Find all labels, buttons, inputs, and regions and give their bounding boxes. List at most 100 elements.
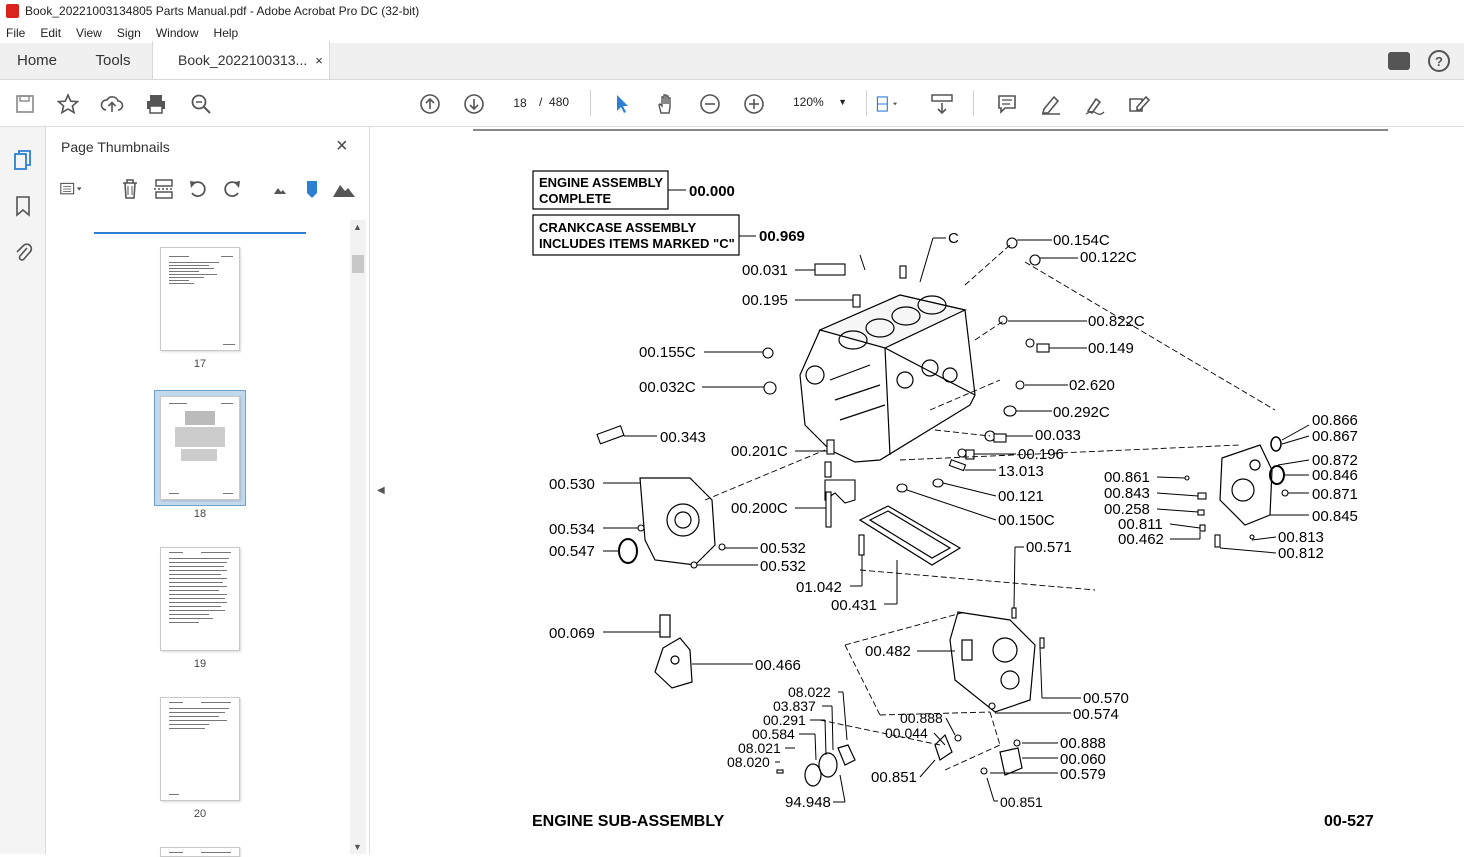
panel-splitter[interactable]: ◀	[370, 127, 392, 854]
page-thumbnails-icon[interactable]	[12, 149, 34, 171]
part-label: 00.200C	[731, 500, 788, 517]
part-label: 00.462	[1118, 531, 1164, 548]
options-menu-icon[interactable]	[60, 177, 84, 201]
collapse-panel-icon[interactable]: ◀	[377, 485, 385, 496]
part-label: 00.044	[885, 725, 928, 741]
part-label: 00.292C	[1053, 404, 1110, 421]
tab-tools[interactable]: Tools	[95, 52, 131, 69]
thermostat-group	[804, 733, 1023, 787]
upload-cloud-icon[interactable]	[100, 92, 124, 116]
part-label: 08.022	[788, 684, 831, 700]
thumbnail-page-19[interactable]	[160, 547, 240, 651]
part-label: 00.201C	[731, 443, 788, 460]
title-bar: Book_20221003134805 Parts Manual.pdf - A…	[0, 0, 1464, 22]
larger-thumbnails-icon[interactable]	[332, 177, 356, 201]
thumbnail-marker-icon[interactable]	[300, 177, 324, 201]
page-thumbnails-panel: Page Thumbnails ×	[46, 127, 370, 857]
part-label: 00.872	[1312, 452, 1358, 469]
thumbnail-label: 17	[193, 358, 207, 370]
part-label: 00.813	[1278, 529, 1324, 546]
part-label: 00.570	[1083, 690, 1129, 707]
box2-line1: CRANKCASE ASSEMBLY	[539, 220, 697, 235]
box2-line2: INCLUDES ITEMS MARKED "C"	[539, 236, 735, 251]
thumbnail-label: 19	[193, 658, 207, 670]
part-label: 01.042	[796, 579, 842, 596]
thumbnail-page-17[interactable]	[160, 247, 240, 351]
part-label: 00.867	[1312, 428, 1358, 445]
small-parts	[596, 237, 1289, 775]
print-icon[interactable]	[144, 92, 168, 116]
help-icon[interactable]: ?	[1428, 50, 1450, 72]
part-label: 00.579	[1060, 766, 1106, 783]
sign-icon[interactable]	[1083, 92, 1107, 116]
part-label: 00.482	[865, 643, 911, 660]
menu-file[interactable]: File	[6, 25, 26, 40]
left-rail	[0, 127, 46, 854]
part-label: 00.547	[549, 543, 595, 560]
part-label: 00.149	[1088, 340, 1134, 357]
part-labels: 00.154C 00.122C 00.031 00.195 00.822C 00…	[549, 232, 1358, 811]
part-label: 00.150C	[998, 512, 1055, 529]
zoom-select[interactable]: 120% ▼	[787, 90, 853, 114]
previous-page-icon[interactable]	[418, 92, 442, 116]
rotate-right-icon[interactable]	[220, 177, 244, 201]
tab-close-icon[interactable]: ×	[315, 52, 323, 68]
engine-block	[799, 294, 976, 463]
tab-home[interactable]: Home	[16, 52, 57, 69]
menu-edit[interactable]: Edit	[40, 25, 62, 40]
part-label: 00.584	[752, 726, 795, 742]
part-label: 00.196	[1018, 446, 1064, 463]
thumbnail-label: 20	[193, 808, 207, 820]
front-cover	[618, 477, 716, 566]
part-label: 00.530	[549, 476, 595, 493]
edit-tools-icon[interactable]	[1127, 92, 1151, 116]
part-label: 00.258	[1104, 501, 1150, 518]
page-number-input[interactable]: 18	[505, 90, 535, 114]
part-label: 00.851	[1000, 794, 1043, 810]
thumbnail-scrollbar[interactable]: ▲ ▼	[350, 220, 366, 854]
page-display-icon[interactable]	[876, 92, 900, 116]
scroll-mode-icon[interactable]	[930, 92, 954, 116]
menu-view[interactable]: View	[76, 25, 102, 40]
menu-window[interactable]: Window	[155, 25, 199, 40]
comment-icon[interactable]	[995, 92, 1019, 116]
part-label: 00.155C	[639, 344, 696, 361]
select-cursor-icon[interactable]	[610, 92, 634, 116]
hand-tool-icon[interactable]	[654, 92, 678, 116]
thumbnail-page-18[interactable]	[160, 396, 240, 500]
part-label: 00.343	[660, 429, 706, 446]
tab-document[interactable]: Book_2022100313... ×	[152, 41, 330, 79]
next-page-icon[interactable]	[462, 92, 486, 116]
highlight-pen-icon[interactable]	[1039, 92, 1063, 116]
scroll-down-icon[interactable]: ▼	[353, 842, 362, 852]
thumbnail-page-21[interactable]	[160, 847, 240, 857]
tabbar-right-icons: ?	[1388, 50, 1450, 72]
attachment-icon[interactable]	[12, 241, 34, 263]
part-label: 00.466	[755, 657, 801, 674]
scroll-up-icon[interactable]: ▲	[353, 222, 362, 232]
bookmark-icon[interactable]	[12, 195, 34, 217]
part-label: 00.532	[760, 540, 806, 557]
smaller-thumbnails-icon[interactable]	[268, 177, 292, 201]
save-icon[interactable]	[13, 92, 37, 116]
toolbar-divider	[590, 90, 591, 116]
rotate-left-icon[interactable]	[186, 177, 210, 201]
comment-bubble-icon[interactable]	[1388, 52, 1410, 70]
page-code: 00-527	[1324, 813, 1374, 830]
gasket	[858, 505, 962, 566]
panel-close-icon[interactable]: ×	[336, 135, 348, 157]
part-label: 00.888	[900, 710, 943, 726]
zoom-in-icon[interactable]	[742, 92, 766, 116]
main-toolbar	[0, 80, 1464, 127]
extract-page-icon[interactable]	[152, 177, 176, 201]
part-label: 00.069	[549, 625, 595, 642]
thumbnail-page-20[interactable]	[160, 697, 240, 801]
delete-page-icon[interactable]	[118, 177, 142, 201]
bookmark-star-icon[interactable]	[56, 92, 80, 116]
menu-sign[interactable]: Sign	[116, 25, 141, 40]
menu-help[interactable]: Help	[213, 25, 239, 40]
scroll-thumb[interactable]	[352, 255, 364, 273]
find-zoom-icon[interactable]	[189, 92, 213, 116]
page-edge	[473, 129, 1388, 131]
zoom-out-icon[interactable]	[698, 92, 722, 116]
